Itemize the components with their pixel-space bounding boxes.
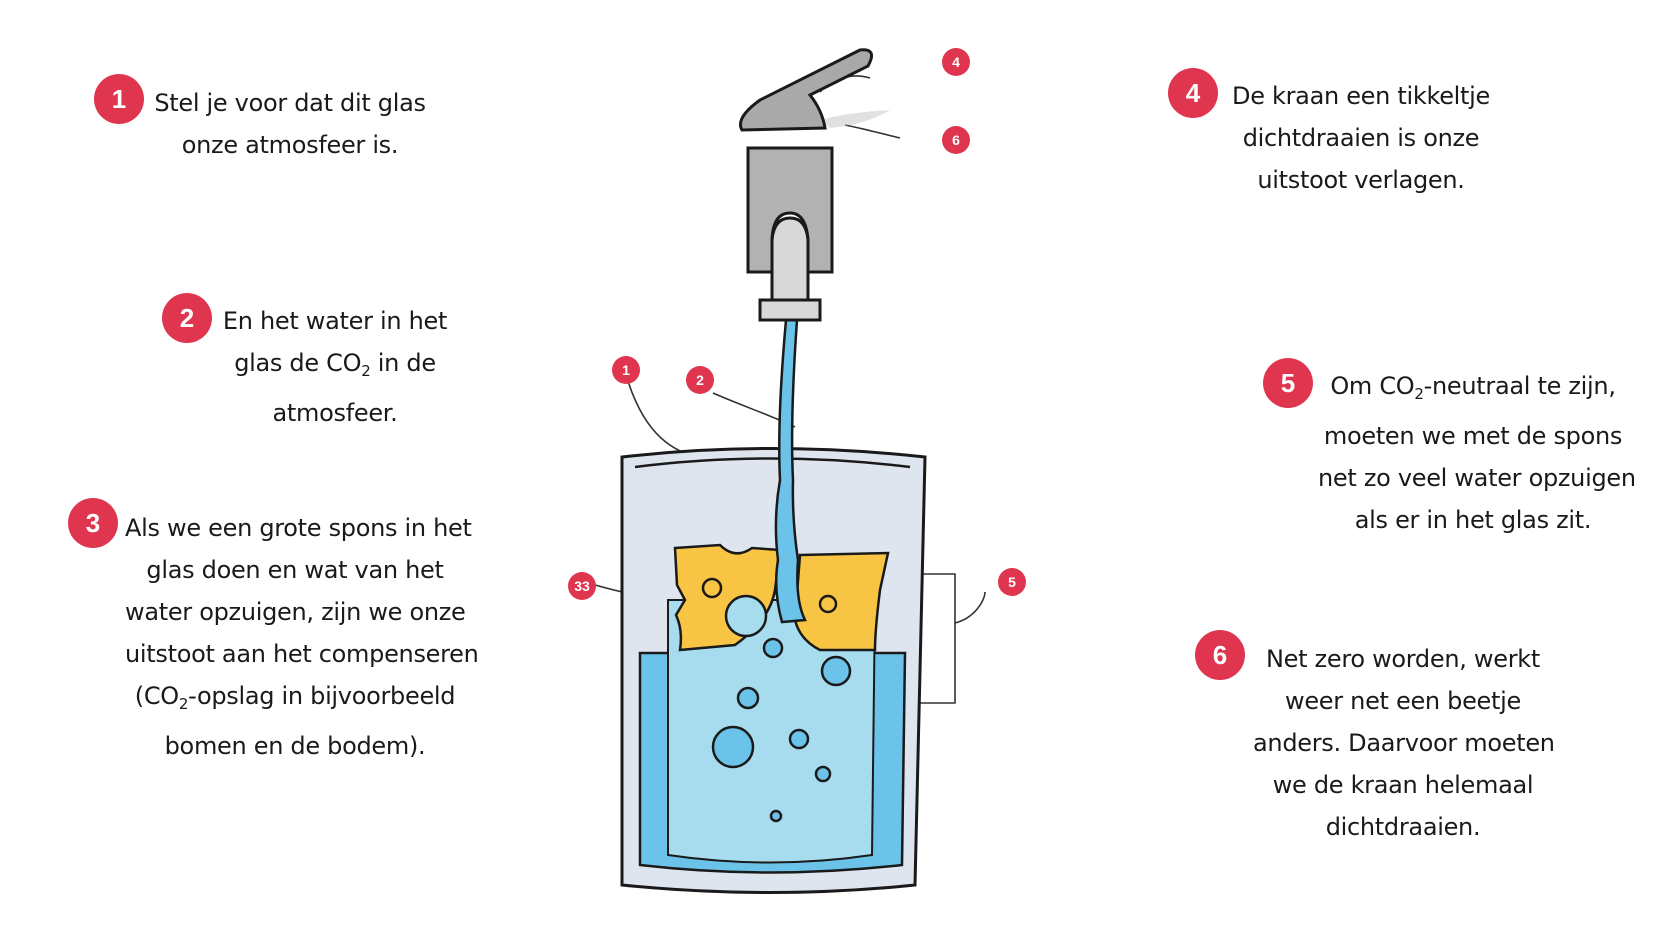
marker-3: 33	[568, 572, 596, 600]
marker-2: 2	[686, 366, 714, 394]
glass-rim	[634, 457, 911, 469]
step-4-text: De kraan een tikkeltje dichtdraaien is o…	[1232, 82, 1490, 194]
tap	[739, 48, 890, 322]
marker-6: 6	[942, 126, 970, 154]
marker-4: 4	[942, 48, 970, 76]
water-stream	[774, 318, 807, 624]
bubbles	[711, 637, 852, 823]
step-2-text: En het water in het glas de CO2 in de at…	[222, 307, 448, 427]
step-6-text: Net zero worden, werkt weer net een beet…	[1253, 645, 1555, 841]
step-5-badge: 5	[1263, 358, 1313, 408]
step-1-text: Stel je voor dat dit glas onze atmosfeer…	[154, 89, 426, 159]
step-3-text: Als we een grote spons in het glas doen …	[125, 514, 479, 760]
step-4-badge: 4	[1168, 68, 1218, 118]
step-2-badge: 2	[162, 293, 212, 343]
sponge-holes	[701, 577, 838, 638]
step-3-badge: 3	[68, 498, 118, 548]
step-6-badge: 6	[1195, 630, 1245, 680]
marker-5: 5	[998, 568, 1026, 596]
marker-1: 1	[612, 356, 640, 384]
sponge-right	[793, 551, 890, 652]
step-1-badge: 1	[94, 74, 144, 124]
step-5-text: Om CO2-neutraal te zijn, moeten we met d…	[1318, 372, 1636, 534]
